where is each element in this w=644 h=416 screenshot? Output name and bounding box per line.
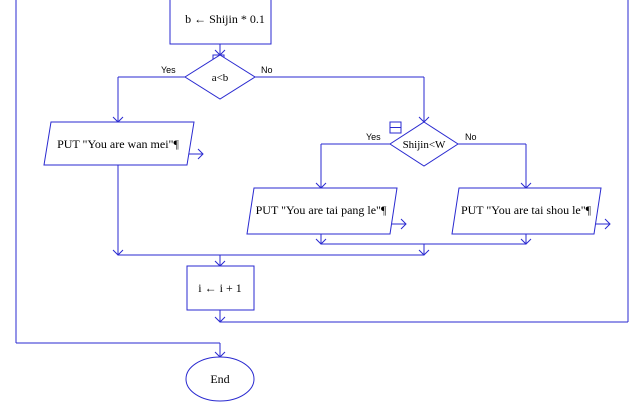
yes-label-shijin: Yes (366, 132, 381, 142)
output-wan-mei-label: PUT "You are wan mei"¶ (57, 137, 179, 151)
arrowhead-icon (315, 238, 327, 245)
connectors (15, 0, 629, 357)
no-label-ab: No (261, 65, 273, 75)
output-arrow-icon (392, 218, 407, 230)
output-arrow-icon (596, 218, 611, 230)
decision-a-lt-b-label: a<b (212, 72, 229, 84)
assign-b-box[interactable] (169, 0, 272, 45)
output-tai-pang[interactable] (246, 187, 398, 235)
arrowhead-icon (520, 238, 532, 245)
output-tai-shou[interactable] (451, 187, 602, 235)
arrowhead-icon (214, 316, 226, 323)
output-tai-shou-label: PUT "You are tai shou le"¶ (461, 203, 592, 217)
decision-shijin-lt-w[interactable] (389, 121, 459, 167)
increment-i-box[interactable] (186, 265, 255, 311)
output-wan-mei[interactable] (43, 121, 195, 166)
yes-label-ab: Yes (161, 65, 176, 75)
end-terminator[interactable] (185, 356, 255, 402)
output-arrow-icon (189, 148, 204, 160)
assign-b-label: b ← Shijin * 0.1 (185, 12, 265, 26)
increment-i-label: i ← i + 1 (198, 281, 241, 295)
decision-a-lt-b[interactable] (184, 54, 256, 100)
output-tai-pang-label: PUT "You are tai pang le"¶ (256, 203, 387, 217)
arrowhead-icon (418, 249, 430, 256)
arrowhead-icon (112, 249, 124, 256)
end-label: End (210, 372, 229, 386)
decision-shijin-lt-w-label: Shijin<W (403, 139, 446, 151)
no-label-shijin: No (465, 132, 477, 142)
collapse-toggle-icon[interactable] (389, 121, 402, 134)
